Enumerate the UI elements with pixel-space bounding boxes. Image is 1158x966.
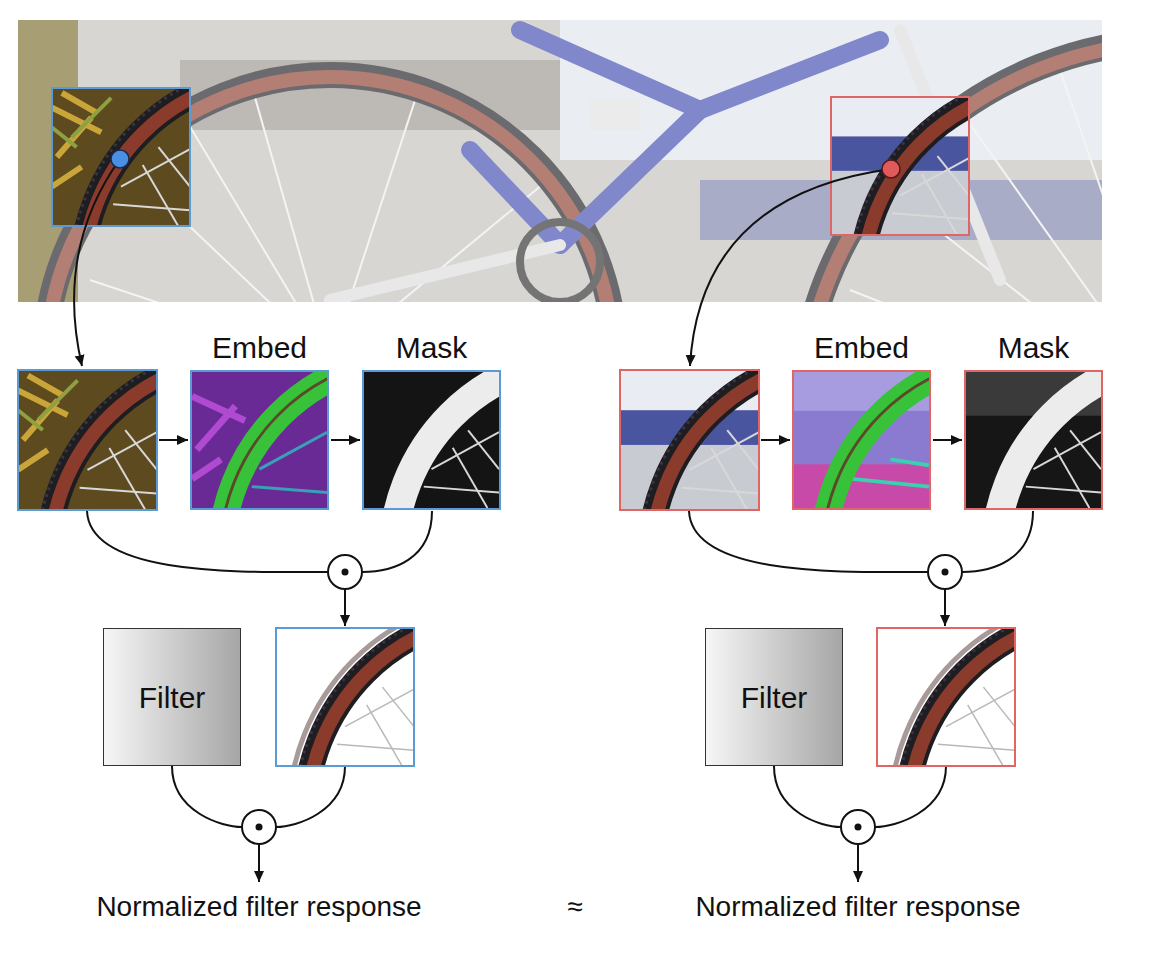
filter-label: Filter bbox=[741, 681, 808, 714]
output-label: Normalized filter response bbox=[695, 890, 1020, 924]
drawing-part bbox=[362, 511, 432, 572]
approx-symbol: ≈ bbox=[567, 890, 582, 924]
pixel-dot bbox=[111, 150, 129, 168]
mask-patch: Mask bbox=[362, 370, 501, 510]
patch-image bbox=[966, 372, 1101, 508]
patch-frame bbox=[620, 370, 759, 510]
filter-label: Filter bbox=[139, 681, 206, 714]
patch-heading: Mask bbox=[344, 331, 519, 364]
patch-frame bbox=[18, 370, 157, 510]
drawing-part bbox=[875, 766, 946, 827]
drawing-part bbox=[855, 824, 862, 831]
flow-arrow bbox=[857, 844, 859, 882]
drawing-part bbox=[87, 511, 328, 572]
patch-image bbox=[364, 372, 499, 508]
pixel-dot bbox=[882, 160, 900, 178]
patch-frame bbox=[276, 628, 414, 766]
drawing-part bbox=[172, 766, 242, 827]
drawing-part bbox=[256, 824, 263, 831]
flow-arrow bbox=[761, 439, 790, 441]
flow-arrow bbox=[933, 439, 962, 441]
drawing-part bbox=[342, 569, 349, 576]
drawing-part bbox=[689, 511, 928, 572]
bicycle-photo bbox=[18, 20, 1102, 302]
output-label: Normalized filter response bbox=[96, 890, 421, 924]
flow-arrow bbox=[344, 589, 346, 626]
patch-image bbox=[794, 372, 929, 508]
patch-frame bbox=[831, 97, 969, 235]
drawing-part bbox=[928, 555, 962, 589]
drawing-part bbox=[841, 810, 875, 844]
patch-image bbox=[966, 372, 1101, 508]
flow-arrow bbox=[944, 589, 946, 626]
patch-frame bbox=[877, 628, 1015, 766]
embedding-patch: Embed bbox=[792, 370, 931, 510]
filter-box: Filter bbox=[705, 628, 843, 766]
flow-arrow bbox=[159, 439, 188, 441]
patch-heading: Embed bbox=[774, 331, 949, 364]
drawing-part bbox=[942, 569, 949, 576]
patch-image bbox=[192, 372, 327, 508]
drawing-part bbox=[962, 511, 1033, 572]
drawing-part bbox=[328, 555, 362, 589]
filter-box: Filter bbox=[103, 628, 241, 766]
patch-image bbox=[794, 372, 929, 508]
flow-arrow bbox=[331, 439, 360, 441]
patch-image bbox=[192, 372, 327, 508]
drawing-part bbox=[276, 766, 345, 827]
drawing-part bbox=[242, 810, 276, 844]
leader-arrow bbox=[74, 159, 120, 366]
patch-heading: Embed bbox=[172, 331, 347, 364]
patch-heading: Mask bbox=[946, 331, 1121, 364]
mask-patch: Mask bbox=[964, 370, 1103, 510]
patch-image bbox=[364, 372, 499, 508]
drawing-part bbox=[774, 766, 841, 827]
flow-arrow bbox=[258, 844, 260, 882]
patch-frame bbox=[52, 88, 190, 226]
embedding-patch: Embed bbox=[190, 370, 329, 510]
